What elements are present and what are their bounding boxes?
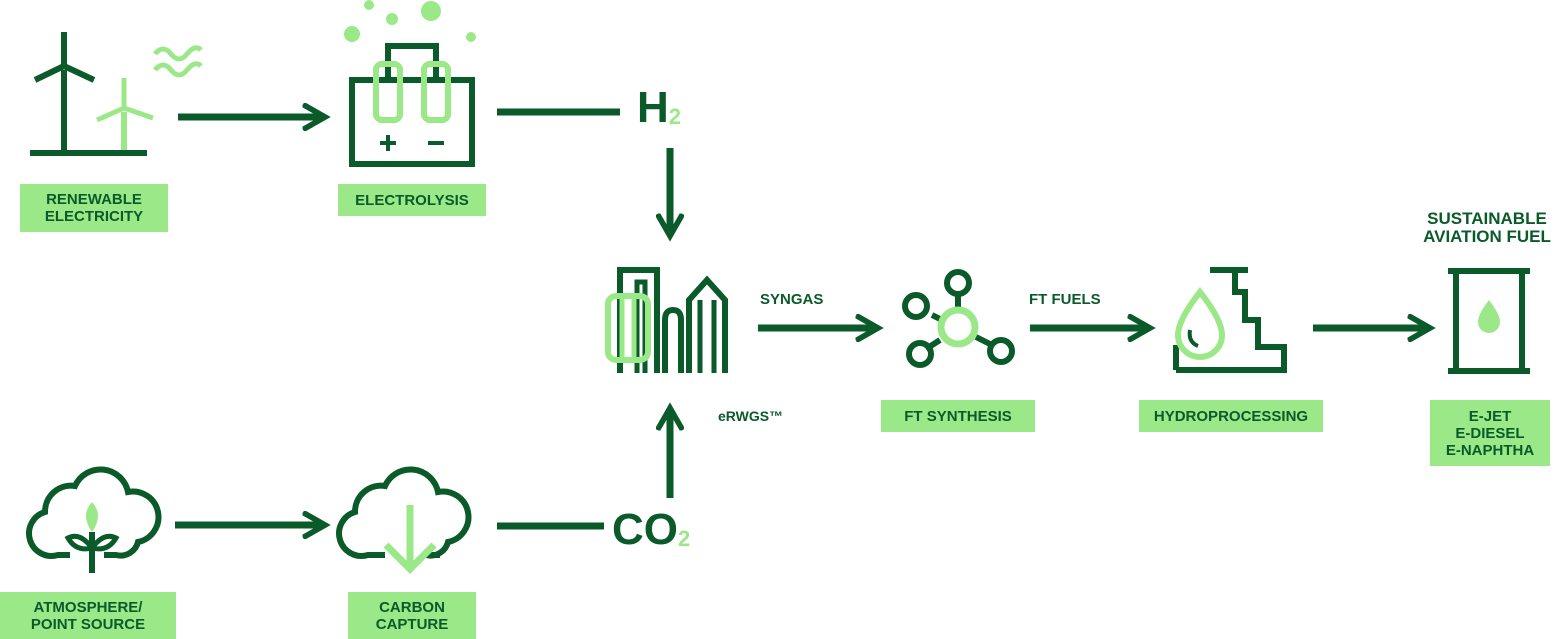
capture-cloud-icon: [336, 466, 472, 574]
electrolysis-label: ELECTROLYSIS: [338, 184, 486, 216]
electrolyzer-battery-icon: [344, 0, 476, 167]
syngas-label: SYNGAS: [760, 291, 824, 308]
hydroprocessing-label: HYDROPROCESSING: [1139, 400, 1323, 432]
saf-title: SUSTAINABLE AVIATION FUEL: [1423, 209, 1551, 246]
molecule-icon: [902, 269, 1015, 368]
ft-synthesis-label: FT SYNTHESIS: [881, 400, 1035, 432]
erwgs-label: eRWGS™: [718, 408, 784, 424]
h2-formula: H2: [637, 83, 682, 132]
wind-turbine-icon: [30, 32, 203, 156]
plant-cloud-icon: [26, 466, 162, 573]
fuel-barrel-icon: [1448, 268, 1530, 374]
atmosphere-point-source-label: ATMOSPHERE/POINT SOURCE: [0, 592, 176, 639]
oil-drop-refinery-icon: [1173, 267, 1287, 373]
ft-fuels-label: FT FUELS: [1029, 291, 1101, 308]
reactor-plant-icon: [605, 267, 728, 373]
co2-formula: CO2: [612, 505, 691, 554]
